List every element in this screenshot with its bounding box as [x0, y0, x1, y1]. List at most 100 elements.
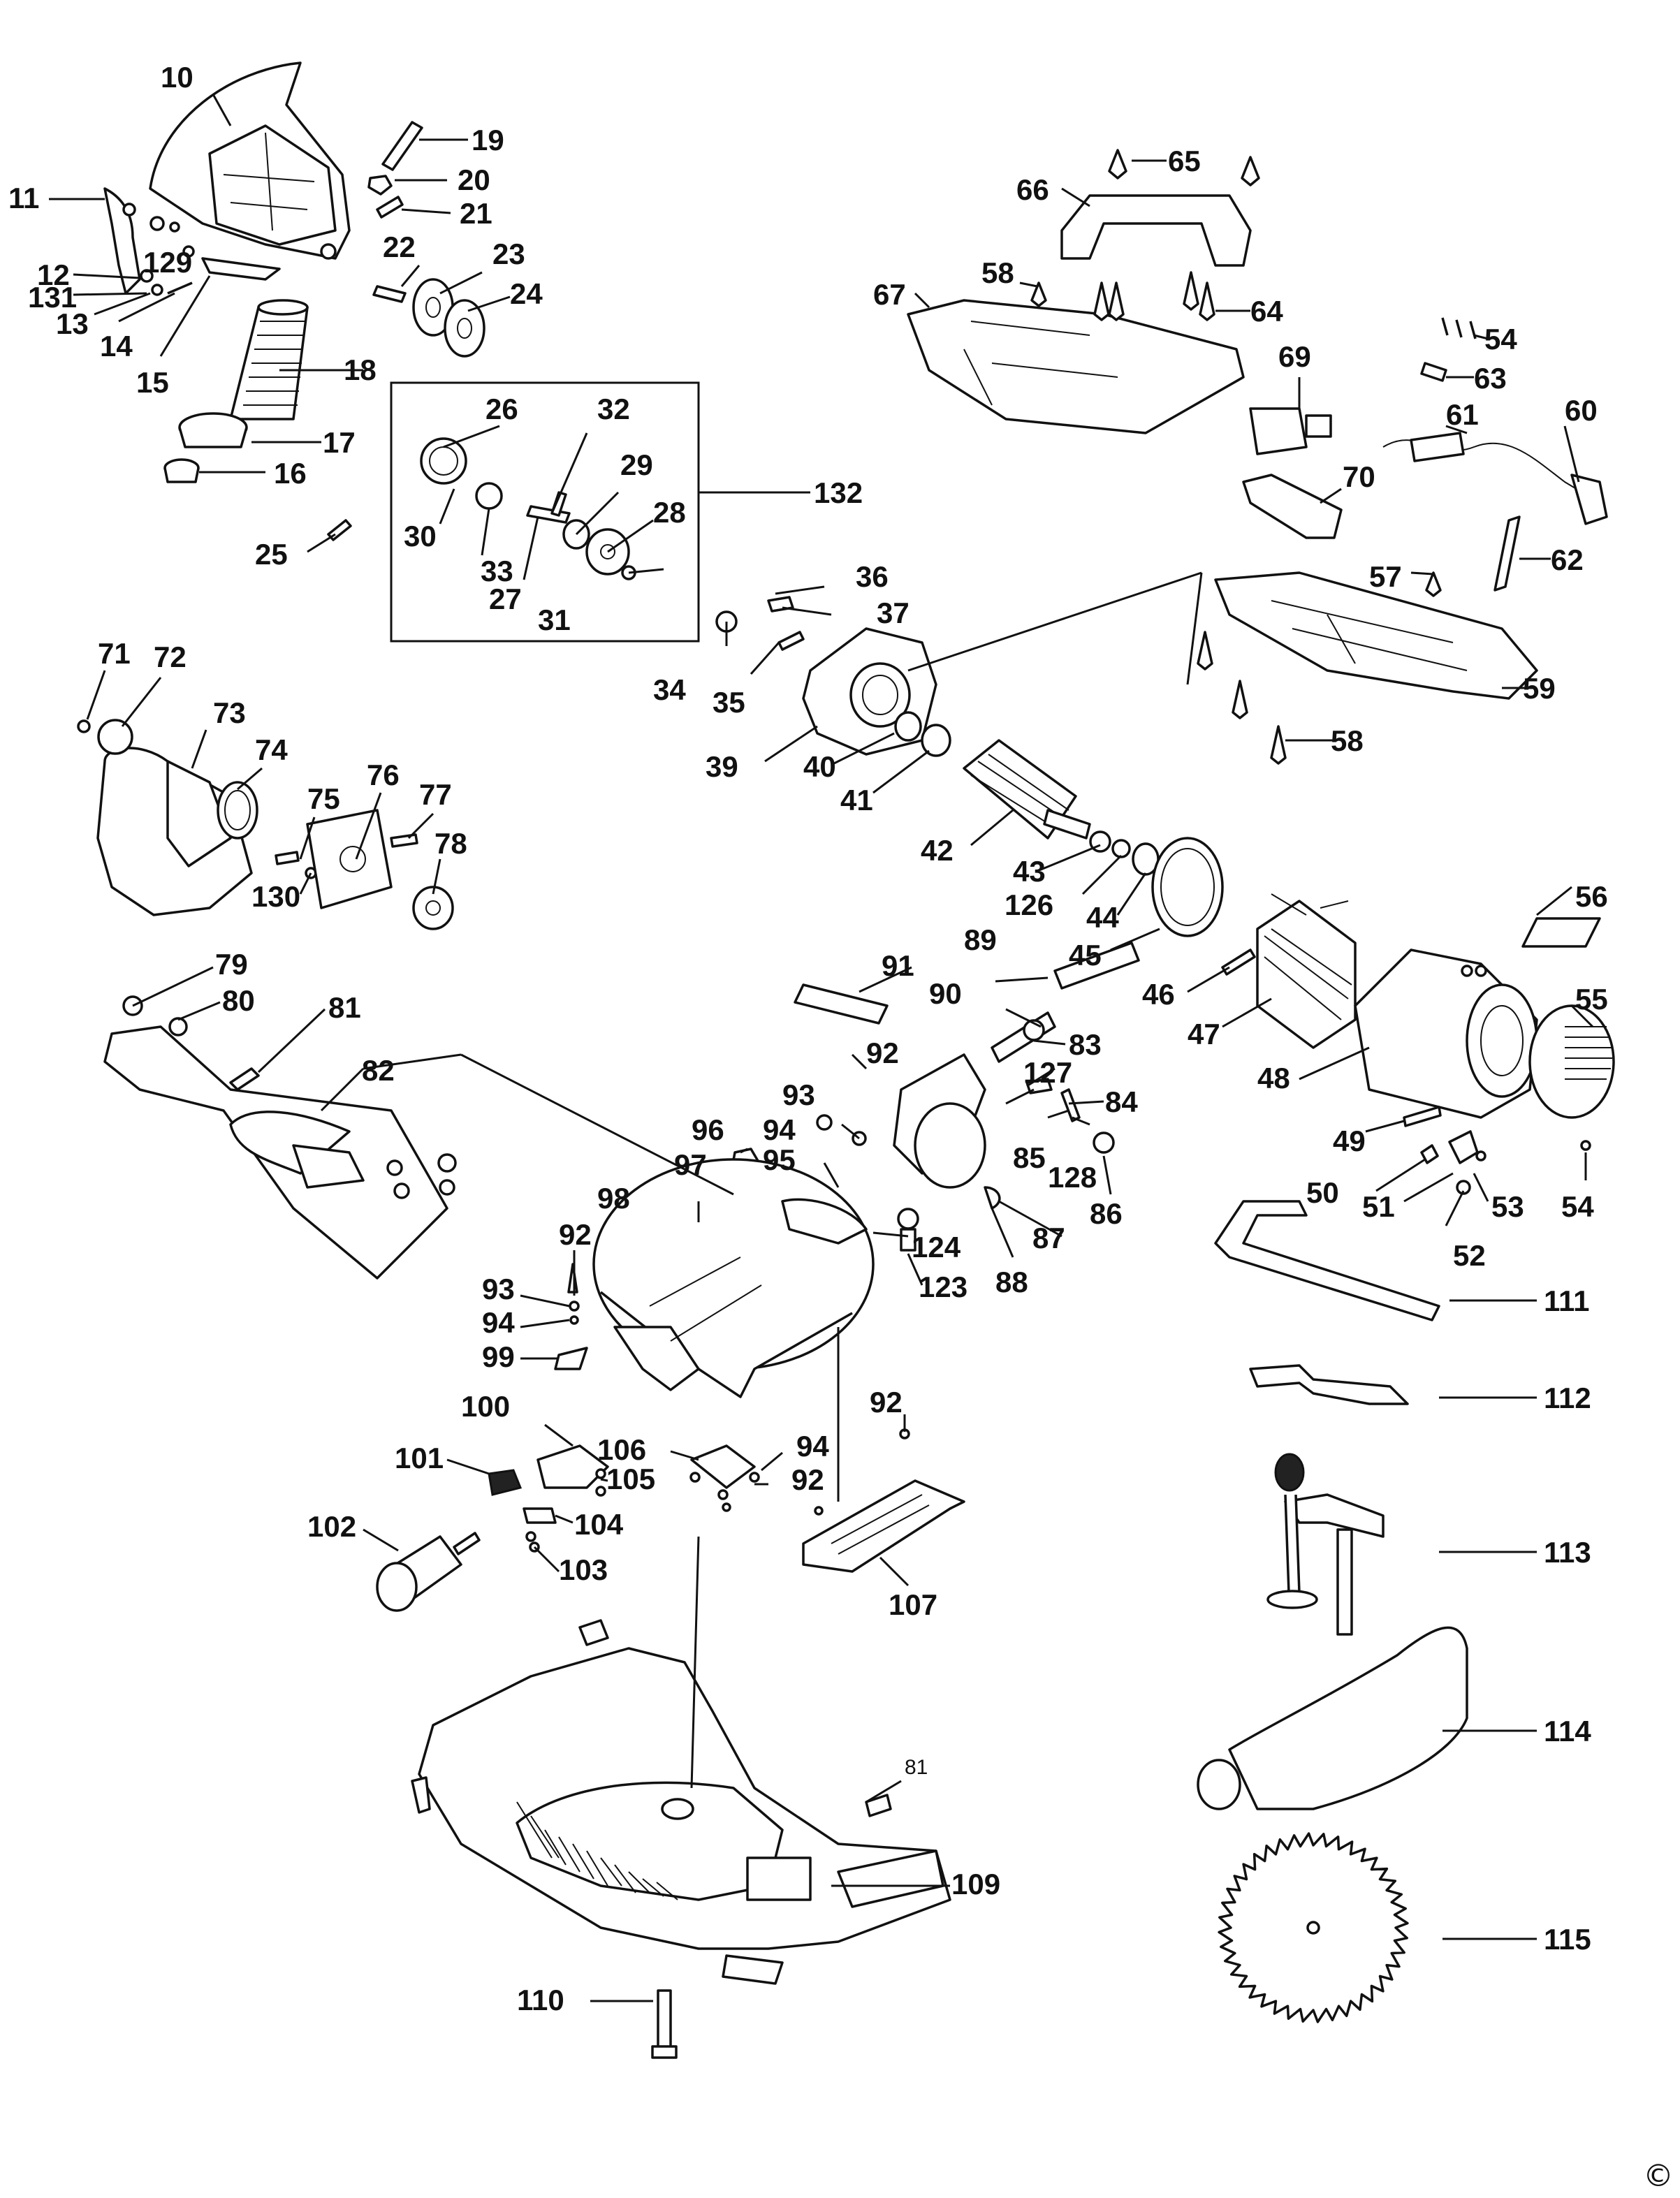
callout: 57	[1369, 560, 1402, 593]
callout: 84	[1105, 1085, 1138, 1118]
callout: 101	[395, 1442, 444, 1474]
callout: 23	[492, 237, 525, 270]
handle-housing	[1214, 571, 1538, 700]
leader-lines	[49, 94, 1594, 2002]
armature	[963, 739, 1160, 876]
callout: 65	[1168, 145, 1201, 177]
callout: 40	[803, 750, 836, 783]
hex-key	[1249, 1364, 1409, 1405]
blade-flanges	[372, 278, 485, 358]
callout: 132	[814, 476, 863, 509]
callout: 32	[597, 393, 630, 425]
callout: 14	[100, 330, 133, 362]
hose-adapter	[163, 412, 248, 483]
callout: 110	[517, 1984, 564, 2016]
callout: 85	[1013, 1141, 1046, 1174]
lower-blade-guard	[77, 719, 317, 916]
callout: 47	[1188, 1018, 1220, 1050]
callout: 59	[1523, 672, 1556, 705]
motor-label	[1521, 917, 1601, 948]
small-screws	[689, 1428, 910, 1516]
callout: 58	[1331, 724, 1364, 757]
turntable	[592, 1158, 875, 1398]
callout: 92	[559, 1218, 592, 1251]
base-bolt	[651, 1989, 678, 2059]
callout: 48	[1257, 1062, 1290, 1094]
callout: 25	[255, 538, 288, 571]
callout: 49	[1333, 1124, 1366, 1157]
callout: 22	[383, 230, 416, 263]
callout: 76	[367, 759, 400, 791]
callout: 104	[574, 1508, 624, 1541]
callout: 102	[307, 1510, 356, 1543]
callout: 92	[870, 1386, 903, 1419]
callout: 115	[1544, 1923, 1591, 1956]
guard-plate	[306, 809, 454, 930]
switch-plate	[1242, 474, 1343, 539]
callout: 112	[1544, 1382, 1591, 1414]
callout: 83	[1069, 1028, 1102, 1061]
wrench	[1214, 1200, 1440, 1321]
callout: 46	[1142, 978, 1175, 1011]
callout: 56	[1575, 880, 1608, 913]
callout: 111	[1544, 1284, 1589, 1317]
callout: 94	[763, 1113, 796, 1146]
guard-link	[201, 257, 281, 281]
callout: 95	[763, 1143, 796, 1176]
callout: 45	[1069, 939, 1102, 972]
saw-base	[411, 1619, 951, 1985]
lock-knob	[376, 1532, 481, 1612]
callout: 24	[510, 277, 543, 310]
callout: 62	[1551, 543, 1584, 576]
callout: 70	[1343, 460, 1375, 493]
callout: 93	[782, 1078, 815, 1111]
callout-labels: 10 11 12 131 13 14 15 129 18 17 16 19 20…	[8, 61, 1608, 2016]
callout: 55	[1575, 983, 1608, 1016]
callout: 50	[1306, 1176, 1339, 1209]
callout: 99	[482, 1340, 515, 1373]
callout: 109	[951, 1868, 1000, 1900]
callout: 92	[866, 1036, 899, 1069]
callout: 79	[215, 948, 248, 981]
callout: 66	[1016, 173, 1049, 206]
dust-hose	[229, 299, 309, 420]
handle-top	[1060, 194, 1252, 267]
callout: 124	[912, 1231, 961, 1263]
callout: 31	[538, 603, 571, 636]
callout-small: 81	[905, 1756, 928, 1779]
gear-housing	[715, 596, 951, 757]
detent-plate	[690, 1444, 756, 1489]
miter-lock	[488, 1444, 609, 1553]
callout: 98	[597, 1182, 630, 1215]
callout: 91	[882, 949, 914, 982]
guard-lever	[103, 187, 195, 296]
callout: 20	[458, 163, 490, 196]
callout: 43	[1013, 855, 1046, 888]
callout: 11	[8, 182, 39, 214]
callout: 90	[929, 977, 962, 1010]
callout: 42	[921, 834, 954, 867]
callout: 44	[1086, 901, 1119, 934]
callout: 97	[674, 1148, 707, 1181]
callout: 129	[143, 246, 192, 279]
callout: 103	[559, 1553, 608, 1586]
callout: 15	[136, 366, 169, 399]
switch	[1249, 407, 1332, 455]
callout: 81	[328, 991, 361, 1024]
callout: 92	[791, 1463, 824, 1496]
callout: 30	[404, 520, 437, 552]
callout: 39	[706, 750, 738, 783]
callout: 80	[222, 984, 255, 1017]
callout: 94	[796, 1430, 829, 1463]
callout: 69	[1278, 340, 1311, 373]
callout: 78	[434, 827, 467, 860]
callout: 21	[460, 197, 492, 230]
guard-screws	[367, 121, 423, 219]
baffle	[1151, 837, 1224, 937]
brush-hardware	[1403, 965, 1591, 1195]
callout: 26	[485, 393, 518, 425]
clamp	[1266, 1453, 1385, 1636]
handle-body	[907, 299, 1245, 434]
callout: 27	[489, 583, 522, 615]
